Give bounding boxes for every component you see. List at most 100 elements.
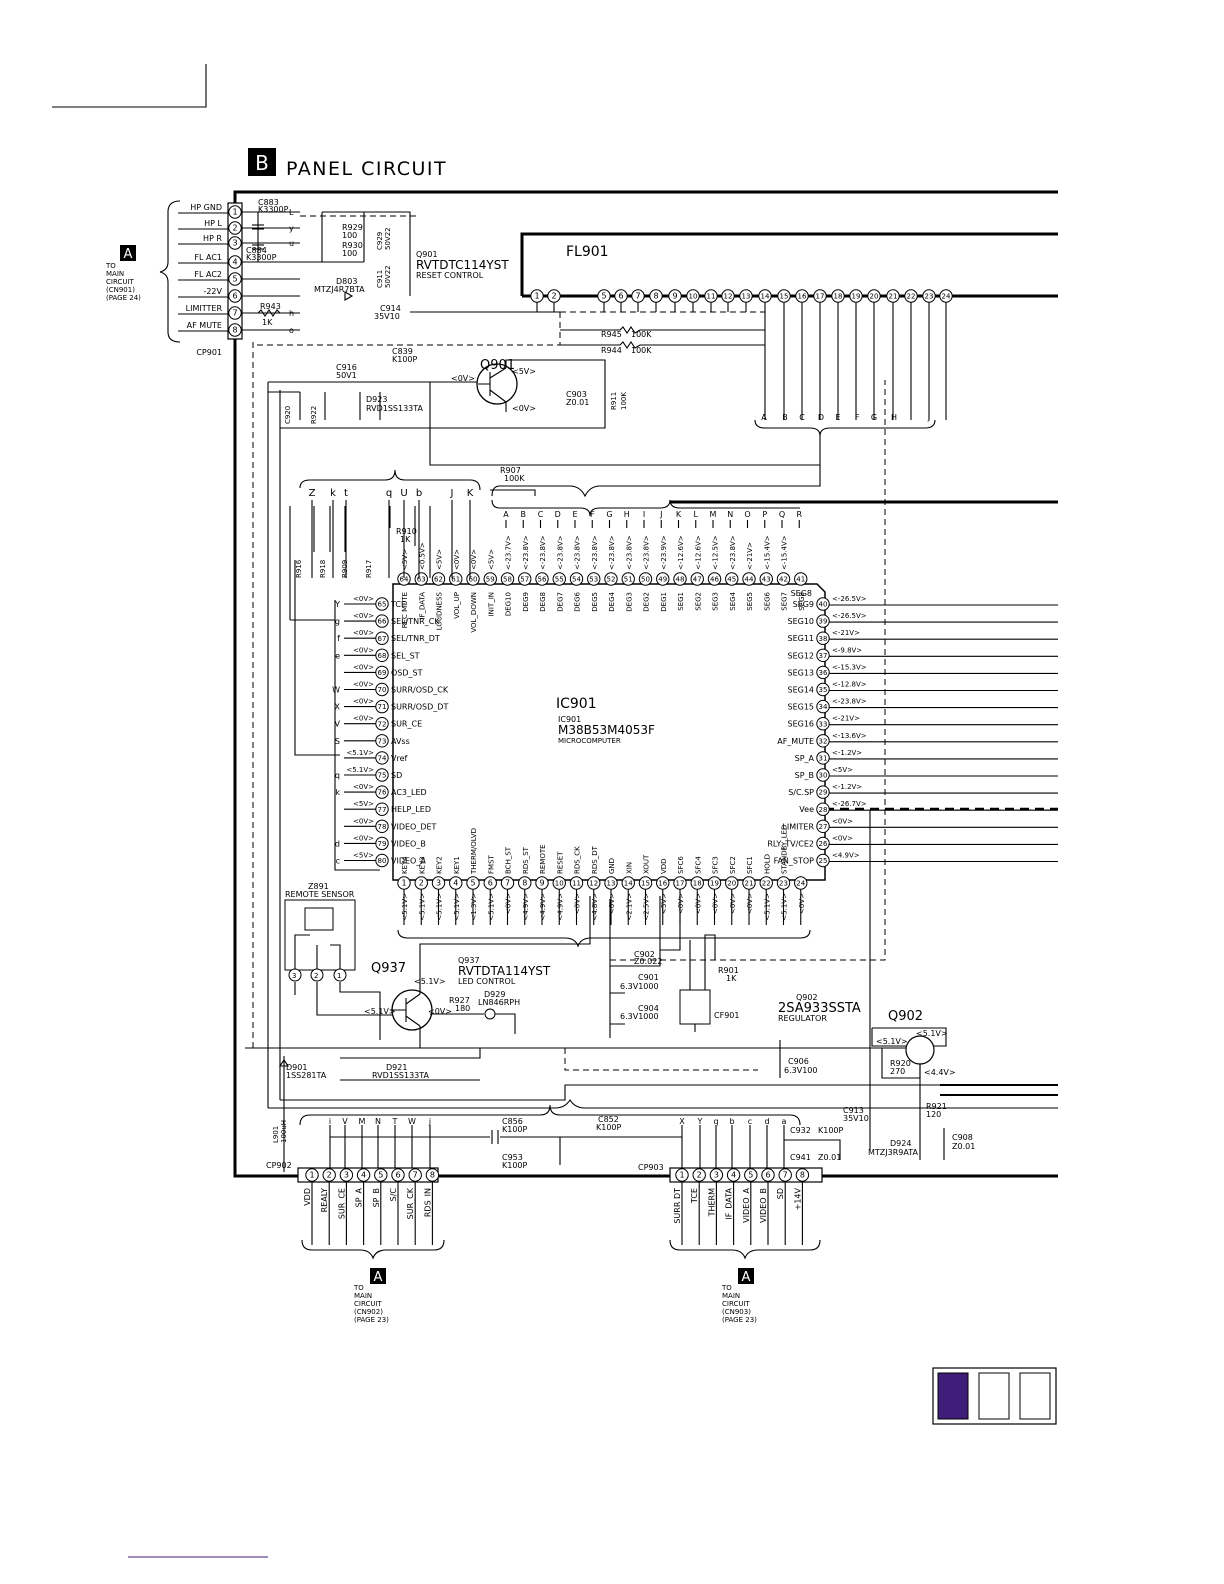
ref-badge-letter: A	[374, 1270, 383, 1285]
ic901-right-pin-voltage: <0V>	[832, 817, 853, 825]
ic901-bottom-pin-voltage: <2.1V>	[625, 893, 633, 921]
fl901-pin-number: 9	[672, 292, 677, 301]
ic901-top-pin-name: DEG1	[660, 592, 668, 612]
ic901-top-pin-number: 58	[503, 576, 512, 584]
ic901-bottom-pin-voltage: <0V>	[574, 893, 582, 914]
ic901-right-pin	[816, 699, 830, 714]
ic901-right-pin-name: Vee	[799, 805, 814, 814]
ic901-left-pin-letter: f	[337, 634, 340, 643]
ic901-right-pin-voltage: <-21V>	[832, 715, 860, 723]
ic901-top-letter: M	[710, 510, 717, 519]
ic901-left-pin-name: Vref	[391, 754, 408, 763]
fl-bus-letter: A	[761, 413, 767, 422]
c856-value: K100P	[502, 1125, 528, 1134]
ic901-right-pin-number: 36	[819, 669, 828, 677]
ic901-left-pin-voltage: <0V>	[353, 834, 374, 842]
ic901-top-pin-name: SEG1	[677, 592, 685, 611]
d901-value: 1SS281TA	[286, 1071, 327, 1080]
ic901-top-pin-number: 52	[607, 576, 616, 584]
q901-top-desc: RESET CONTROL	[416, 271, 484, 280]
d803-value: MTZJ4R7BTA	[314, 285, 365, 294]
cp901-note-line: TO	[105, 262, 116, 270]
q937-label-ref: Q937	[458, 956, 480, 965]
ic901-left-pin-number: 74	[378, 755, 387, 763]
fl901-pin	[886, 289, 900, 303]
fl-bus-letter: H	[891, 413, 897, 422]
cp903-pin	[761, 1168, 775, 1182]
cp902-ref: CP902	[266, 1161, 292, 1170]
r945-ref: R945	[601, 330, 622, 339]
section-badge-letter: B	[255, 151, 269, 175]
ic901-right-pin-number: 40	[819, 601, 828, 609]
ic901-top-letter: H	[624, 510, 630, 519]
ref-badge-cp902	[370, 1268, 386, 1284]
ic901-right-pin-name: RLY_TV/CE2	[767, 839, 814, 848]
ic901-bottom-pin-voltage: <0V>	[729, 893, 737, 914]
r918-ref: R918	[319, 560, 327, 578]
cp903-note-line: CIRCUIT	[722, 1300, 751, 1308]
ic901-bottom-pin-number: 3	[436, 879, 441, 888]
cp902-note-line: MAIN	[354, 1292, 372, 1300]
ic901-top-letter: F	[590, 510, 595, 519]
regulator-area: Q902 2SA933SSTA REGULATOR Q902 <5.1V> <5…	[245, 810, 1058, 1160]
ic901-top-pin	[535, 572, 549, 586]
ic901-left-pin-letter: S	[335, 737, 340, 746]
cp902-pin	[356, 1168, 371, 1182]
cp901-pin-number: 1	[232, 208, 237, 217]
ic901-top-pin-number: 50	[641, 576, 650, 584]
ic901-right-pin-number: 32	[819, 737, 828, 745]
ic901-bottom-pin-number: 23	[779, 880, 788, 888]
ic901-right-pin-name: AF_MUTE	[777, 737, 814, 746]
ic901-top-pin-voltage: <-23.9V>	[660, 535, 668, 570]
q937-desc: LED CONTROL	[458, 977, 516, 986]
ic901-bottom-pin-number: 6	[488, 879, 493, 888]
ic901-top-pin-voltage: <-23.7V>	[505, 535, 513, 570]
c911-ref: C911	[376, 270, 384, 288]
ic901-left-pin-voltage: <5V>	[353, 800, 374, 808]
cp902-pin	[374, 1168, 388, 1182]
ic901-top-pin-voltage: <-23.8V>	[729, 535, 737, 570]
ic901-top-pin	[759, 572, 773, 586]
ic901-right-pin	[816, 717, 830, 731]
ic901-bottom-pin-number: 12	[589, 880, 598, 888]
fl-resistors: R945 100K R944 100K	[560, 326, 765, 355]
cp902-pin-label: SP_A	[355, 1187, 364, 1207]
ic901-right-pin	[816, 836, 830, 851]
input-network: C883 K3300P C884 K3300P Lyu R929 100 R93…	[242, 198, 560, 335]
ic901-top-letter: R	[796, 510, 802, 519]
cp902-pin-label: SUR_CK	[406, 1187, 415, 1219]
ic901-right-pin-name: SEG16	[787, 720, 814, 729]
c901-value: 6.3V1000	[620, 982, 659, 991]
ic901-bottom-pin-name: RDS_CK	[574, 846, 582, 874]
ic901-left-pin-number: 70	[378, 686, 387, 694]
cp901-pin-number: 8	[232, 326, 237, 335]
c908-value: Z0.01	[952, 1142, 975, 1151]
ic901-bottom-pin-voltage: <0V>	[798, 893, 806, 914]
cp902-pin-number: 8	[430, 1171, 435, 1180]
fl901-pin-number: 21	[889, 293, 898, 301]
ic901-left-pin-letter: c	[336, 857, 340, 866]
ic901-bottom-pin-number: 14	[624, 880, 633, 888]
c902-ref: C902	[634, 950, 655, 959]
ic901-bottom-pin-name: SFC6	[677, 856, 685, 874]
ic901-top-pin-name: INIT_IN	[487, 592, 495, 616]
ic901-right-pin-name: SEG10	[787, 617, 814, 626]
ic901-top-pin-voltage: <-15.4V>	[763, 535, 771, 570]
cp903-note-line: (CN903)	[722, 1308, 751, 1316]
ic901-top-pin	[518, 572, 532, 586]
r911-ref: R911	[610, 392, 618, 410]
ic901-top-pin	[690, 572, 704, 586]
bus-letter: q	[386, 488, 392, 499]
ic901-bottom-pin-voltage: <5.1V>	[436, 893, 444, 921]
ic901-top-pin-voltage: <-12.6V>	[694, 535, 702, 570]
ic901-right-pin	[816, 614, 830, 628]
r907-ref: R907	[500, 466, 521, 475]
ic901-top-pin-voltage: <-23.8V>	[556, 535, 564, 570]
ic901-right-pin	[816, 819, 830, 833]
r944-ref: R944	[601, 346, 622, 355]
ic901-top-pin	[742, 572, 756, 586]
d924-value: MTZJ3R9ATA	[868, 1148, 918, 1157]
d924-ref: D924	[890, 1139, 911, 1148]
cp901-pin-number: 7	[232, 309, 237, 318]
q901-c-v: <5V>	[512, 367, 536, 376]
